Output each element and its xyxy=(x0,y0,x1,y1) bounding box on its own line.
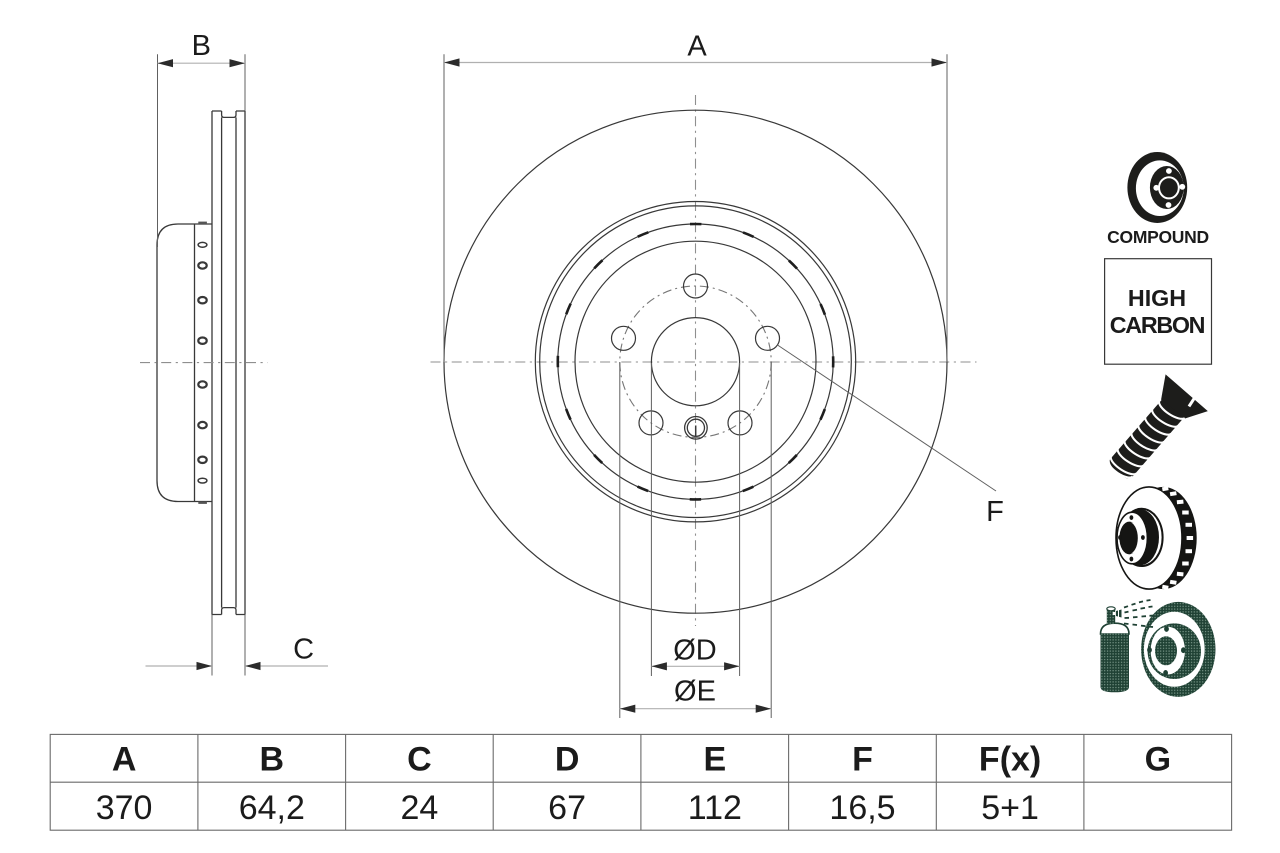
svg-text:CARBON: CARBON xyxy=(1110,312,1205,338)
svg-text:A: A xyxy=(112,741,137,779)
svg-text:E: E xyxy=(703,741,726,779)
svg-text:370: 370 xyxy=(96,789,153,827)
svg-text:G: G xyxy=(1145,741,1171,779)
svg-text:COMPOUND: COMPOUND xyxy=(1107,227,1209,247)
svg-text:F: F xyxy=(852,741,873,779)
svg-text:F(x): F(x) xyxy=(979,741,1041,779)
svg-text:HIGH: HIGH xyxy=(1128,285,1186,311)
svg-text:B: B xyxy=(260,741,285,779)
svg-text:C: C xyxy=(407,741,432,779)
svg-text:ØD: ØD xyxy=(673,635,717,667)
svg-text:D: D xyxy=(555,741,580,779)
svg-text:112: 112 xyxy=(688,789,742,827)
svg-text:ØE: ØE xyxy=(674,676,716,708)
svg-text:64,2: 64,2 xyxy=(239,789,305,827)
svg-text:A: A xyxy=(687,31,707,63)
svg-text:F: F xyxy=(986,496,1004,528)
svg-text:5+1: 5+1 xyxy=(981,789,1039,827)
svg-text:24: 24 xyxy=(400,789,438,827)
svg-text:B: B xyxy=(192,30,211,62)
svg-text:C: C xyxy=(293,634,314,666)
svg-text:67: 67 xyxy=(548,789,586,827)
svg-text:16,5: 16,5 xyxy=(829,789,895,827)
